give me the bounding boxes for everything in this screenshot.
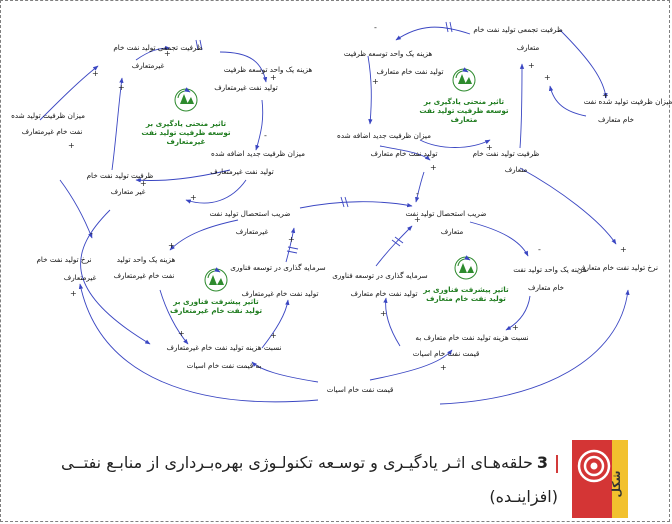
technology-loop-icon: [204, 267, 228, 292]
polarity-sign: -: [374, 23, 377, 32]
polarity-sign: -: [416, 189, 419, 198]
polarity-sign: +: [168, 241, 175, 250]
polarity-sign: +: [270, 73, 277, 82]
badge-label: شکل: [610, 470, 623, 497]
polarity-sign: +: [372, 77, 379, 86]
technology-loop-icon: [454, 255, 478, 280]
polarity-sign: +: [92, 69, 99, 78]
figure-number: 3: [536, 453, 548, 472]
polarity-sign: +: [70, 289, 77, 298]
causal-arrows: [39, 21, 630, 405]
polarity-sign: +: [288, 235, 295, 244]
polarity-sign: +: [380, 309, 387, 318]
polarity-sign: +: [118, 83, 125, 92]
learning-loop-icon: [452, 67, 476, 92]
learning-loop-icon: [174, 87, 198, 112]
polarity-sign: +: [430, 163, 437, 172]
caption-divider: [556, 454, 558, 473]
polarity-sign: -: [264, 131, 267, 140]
polarity-sign: +: [140, 179, 147, 188]
polarity-sign: +: [602, 91, 609, 100]
node-label: قیمت نفت خام اسیات: [327, 385, 394, 394]
polarity-sign: +: [270, 331, 277, 340]
polarity-signs: + - + + + + + + - + + + + - + + + + + + …: [68, 23, 627, 372]
polarity-sign: +: [68, 141, 75, 150]
figure-caption: 3حلقه‌هـای اثـر یادگیـری و توسـعه تکنولـ…: [10, 446, 558, 514]
polarity-sign: -: [90, 229, 93, 238]
target-icon: [577, 449, 611, 483]
polarity-sign: +: [528, 61, 535, 70]
loop-icons: [174, 67, 478, 292]
polarity-sign: +: [512, 323, 519, 332]
polarity-sign: +: [414, 215, 421, 224]
polarity-sign: +: [544, 73, 551, 82]
badge-accent-strip: [612, 440, 628, 518]
polarity-sign: +: [190, 193, 197, 202]
polarity-sign: +: [164, 49, 171, 58]
node-label: نرخ تولید نفت خام متعارف: [578, 263, 658, 272]
caption-text: حلقه‌هـای اثـر یادگیـری و توسـعه تکنولـو…: [61, 453, 558, 506]
polarity-sign: +: [486, 143, 493, 152]
polarity-sign: +: [178, 329, 185, 338]
polarity-sign: -: [538, 245, 541, 254]
figure-badge: شکل: [572, 440, 628, 518]
polarity-sign: +: [620, 245, 627, 254]
polarity-sign: +: [440, 363, 447, 372]
